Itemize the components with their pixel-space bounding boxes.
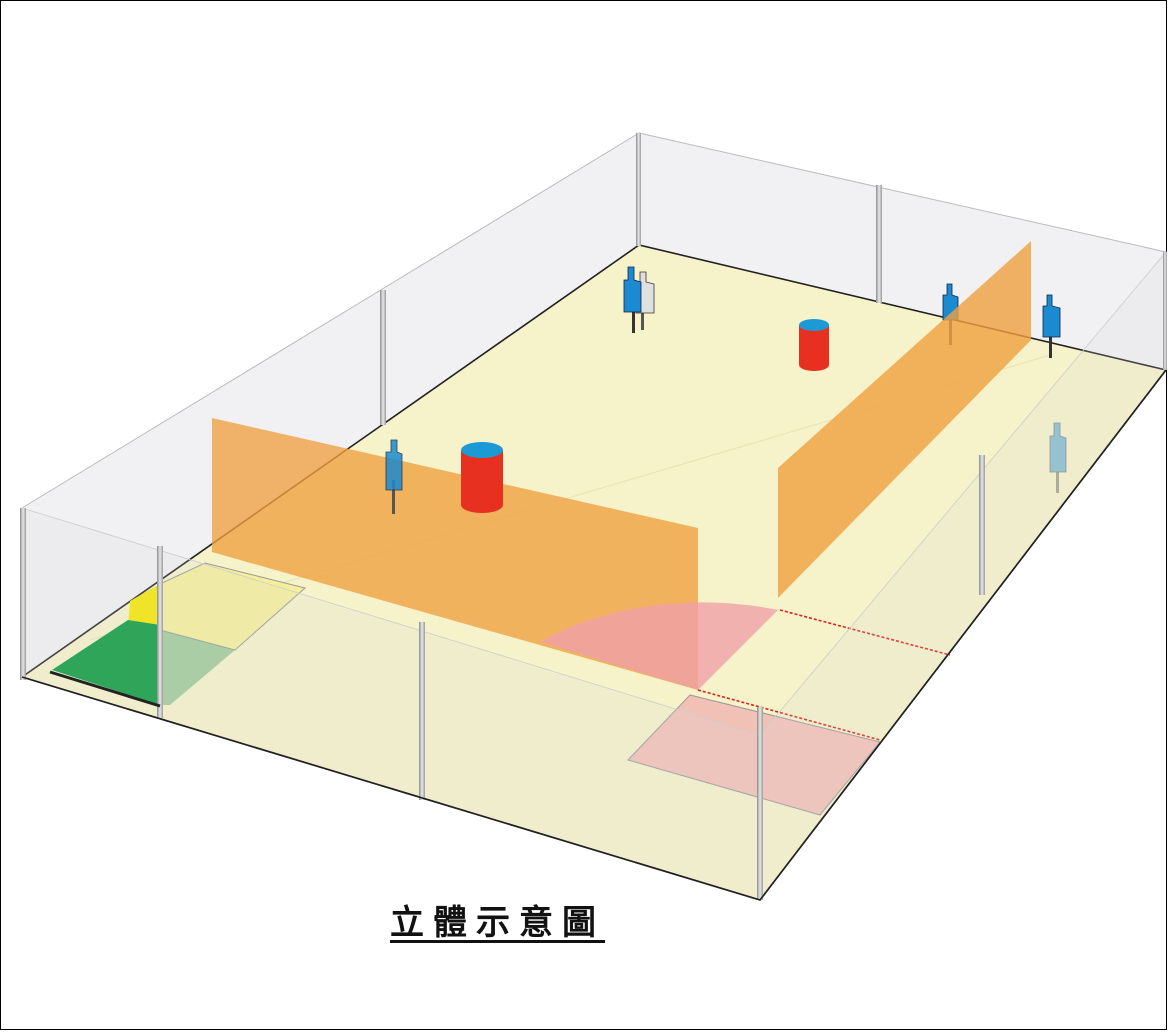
arc-zone <box>540 602 778 690</box>
yellow-start-area <box>128 584 160 628</box>
start-box-green-part <box>160 630 235 705</box>
fence-post <box>380 290 386 425</box>
paper-target <box>1049 422 1067 493</box>
diagram-caption: 立體示意圖 <box>390 903 605 943</box>
floor-front-edge-shadow <box>49 670 161 708</box>
fence-post <box>636 133 641 246</box>
fence-post <box>157 546 163 718</box>
floor-front-edge <box>21 369 1167 901</box>
fence-post <box>757 707 763 900</box>
fence-post <box>20 508 26 680</box>
paper-target <box>623 266 642 333</box>
barrier-wall-right <box>778 241 1031 598</box>
fence-post <box>419 622 425 800</box>
fault-zone-box <box>627 694 881 816</box>
paper-target <box>385 439 403 514</box>
barrier-wall-left <box>212 418 698 690</box>
fault-line <box>779 609 951 656</box>
green-start-area <box>52 620 160 705</box>
fence-post <box>1163 252 1167 370</box>
fault-line <box>697 689 881 741</box>
paper-target <box>1042 294 1061 358</box>
barrel <box>461 442 503 513</box>
fence-post <box>979 455 985 595</box>
fence-post <box>876 185 882 303</box>
barrel <box>799 319 829 371</box>
